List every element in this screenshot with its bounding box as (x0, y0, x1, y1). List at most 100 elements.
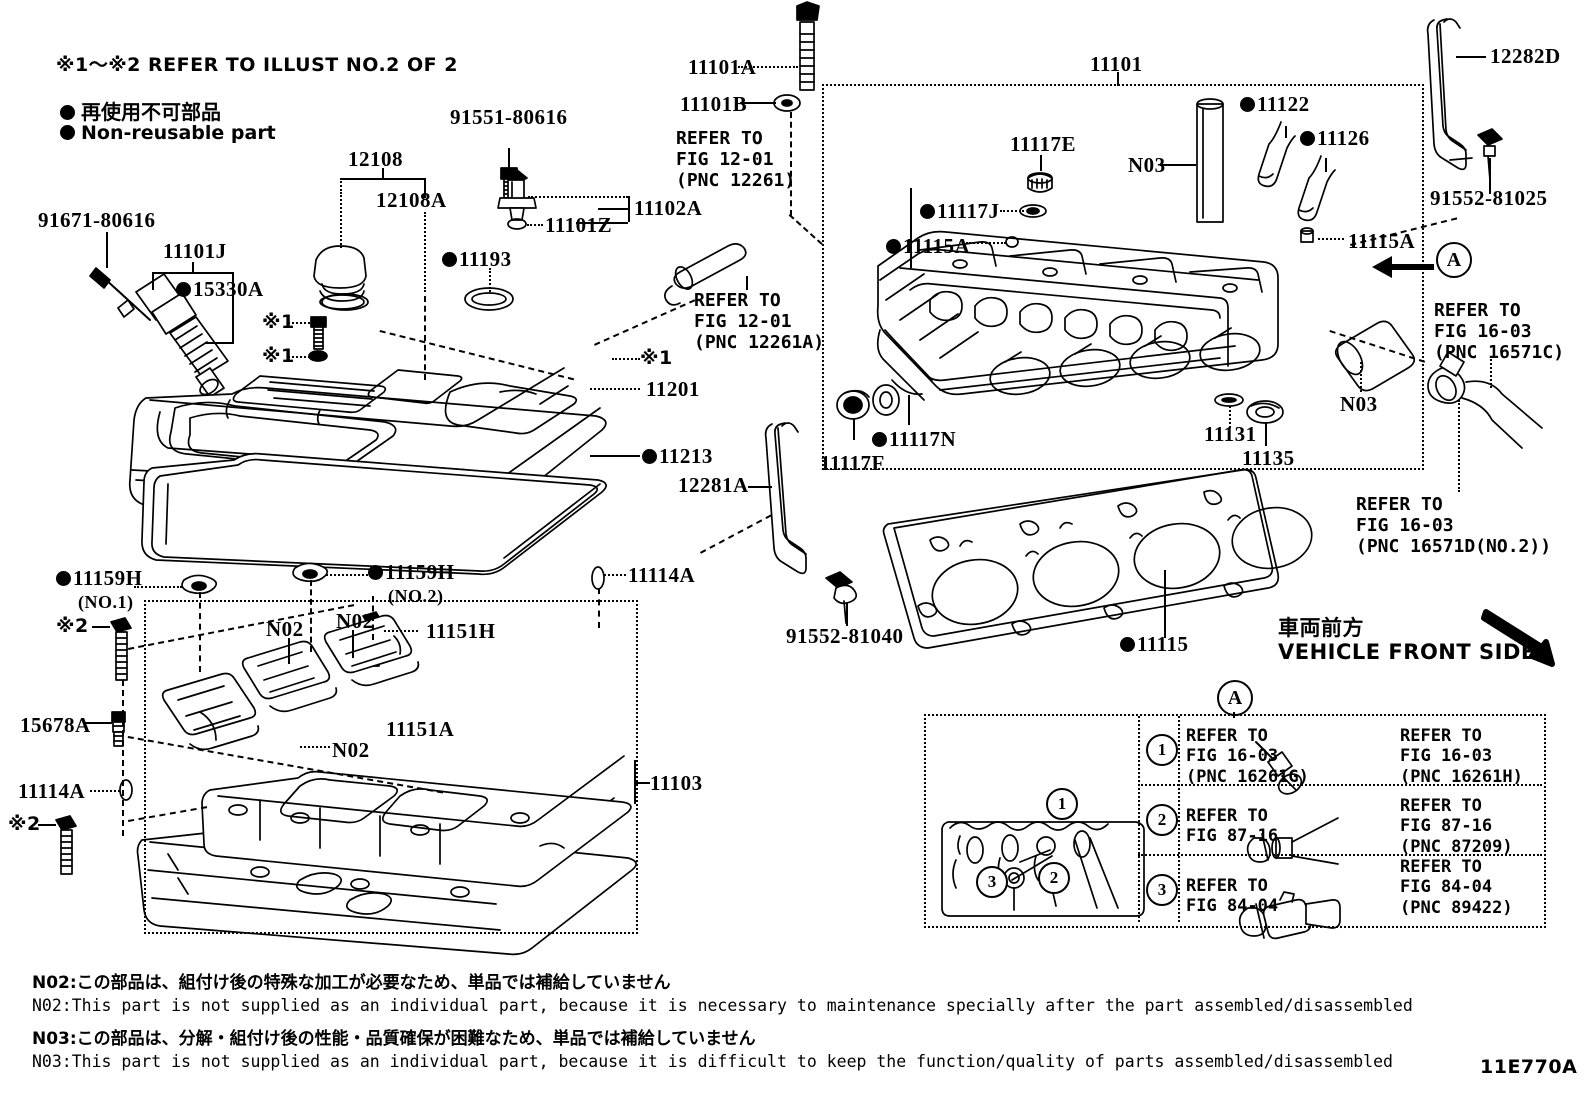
bracket-12108-rightleg (424, 178, 426, 198)
footnote-1-text: N02:この部品は、組付け後の特殊な加工が必要なため、単品では補給していません (32, 973, 671, 993)
bolt-star2-b-art (55, 815, 77, 875)
oil-filler-cap-12108-art (313, 245, 367, 310)
leader-11151H (384, 630, 418, 632)
nonreusable-bullet-11115-icon (1120, 637, 1135, 652)
callout-12282D: 12282D (1490, 44, 1561, 68)
bracket-11102A-bot (576, 222, 628, 224)
callout-11117E: 11117E (1010, 132, 1077, 156)
footnote-4-text: N03:This part is not supplied as an indi… (32, 1052, 1393, 1071)
washer-star1-b-art (308, 350, 328, 362)
callout-11201: 11201 (646, 377, 700, 401)
callout-11117N: 11117N (889, 427, 957, 451)
callout-11115A-right: 11115A (1348, 229, 1416, 253)
leader-91671-80616 (106, 232, 108, 268)
assembly-dashv-5 (598, 588, 600, 628)
marker-star1-c: ※1 (640, 347, 673, 369)
callout-11103: 11103 (650, 771, 703, 795)
leader-N02-c (300, 746, 330, 748)
bracket-12281A-art (764, 422, 807, 575)
callout-11159H-2-sub: (NO.2) (388, 586, 444, 606)
nonreusable-bullet-11117N-icon (872, 432, 887, 447)
ring-11114A-top-art (591, 566, 605, 590)
detail-table-divider-h1 (1138, 784, 1542, 786)
detail-table-divider-v1 (1138, 716, 1140, 922)
leader-11117F (853, 418, 855, 440)
vehicle-front-arrow-icon (1481, 609, 1555, 667)
callout-11101: 11101 (1090, 52, 1143, 76)
cylinder-block-11103-art (136, 755, 637, 956)
leader-11213 (590, 455, 640, 457)
callout-11115A-left-row: 11115A (886, 234, 970, 259)
leader-11135 (1265, 422, 1267, 446)
callout-11135: 11135 (1242, 446, 1295, 470)
detail-key-3: 3 (1146, 874, 1178, 906)
leader-11114A-left (90, 790, 120, 792)
hose-11126-art (1297, 155, 1336, 222)
footnote-4: N03:This part is not supplied as an indi… (32, 1052, 1393, 1072)
detail-table-divider-v2 (1178, 716, 1180, 922)
nonreusable-bullet-11117J-icon (920, 204, 935, 219)
leader-11103v (634, 760, 636, 804)
bracket-11101J-right (232, 272, 234, 342)
bracket-12108A-leg (424, 212, 426, 292)
marker-star1-a: ※1 (262, 311, 295, 333)
callout-11115-row: 11115 (1120, 632, 1189, 657)
assembly-dashv-7 (790, 112, 792, 216)
leader-11101-stem (1117, 72, 1119, 86)
leader-11159H-2 (326, 574, 372, 576)
refer-12261A-leader (746, 276, 748, 290)
ocv-valve-15330A-art (117, 273, 229, 398)
callout-11117J: 11117J (937, 199, 1000, 223)
callout-11101J: 11101J (163, 239, 227, 263)
leader-91552-81025 (1489, 158, 1491, 194)
assembly-dashv-6 (424, 296, 426, 380)
head-gasket-11115-art (882, 468, 1313, 649)
callout-12108A: 12108A (376, 188, 447, 212)
gasket-11213-art (141, 452, 607, 576)
vehicle-front-en: VEHICLE FRONT SIDE (1278, 640, 1536, 664)
leader-11117N (908, 395, 910, 425)
bracket-11102A-top (528, 196, 628, 198)
callout-11151A: 11151A (386, 717, 455, 741)
nonreusable-bullet-icon-2 (60, 125, 75, 140)
detail-row1-icon-art (1255, 741, 1303, 795)
nonreusable-bullet-11159H-1-icon (56, 571, 71, 586)
bolt-11101A-art (796, 1, 820, 91)
callout-11115: 11115 (1137, 632, 1189, 656)
cylinder-head-panel-border (822, 84, 1424, 470)
bracket-11102A-v (628, 196, 630, 222)
leader-star2-a (92, 626, 110, 628)
bolt-91552-81040-art (825, 571, 858, 624)
nonreusable-bullet-11213-icon (642, 449, 657, 464)
callout-11115A-left: 11115A (903, 234, 971, 258)
callout-15678A: 15678A (20, 713, 91, 737)
nonreusable-bullet-11159H-2-icon (368, 565, 383, 580)
pin-11115A-right-art (1300, 227, 1314, 243)
sensor-11102A-art (497, 169, 537, 230)
callout-N02-b: N02 (336, 609, 374, 633)
bracket-15330A-tail (206, 342, 234, 344)
assembly-dashv-1 (199, 592, 201, 672)
view-marker-A-top: A (1436, 242, 1472, 278)
bracket-12108-leftleg-long (340, 192, 342, 248)
bracket-12108-stem (382, 168, 384, 180)
nonreusable-bullet-15330A-icon (176, 282, 191, 297)
oring-11193-art (321, 293, 369, 311)
callout-11117F: 11117F (820, 451, 885, 475)
callout-11159H-1: 11159H (73, 566, 143, 590)
leader-12282D (1456, 56, 1486, 58)
callout-12108: 12108 (348, 147, 403, 171)
washer-11101B-art (773, 94, 801, 112)
callout-91671-80616: 91671-80616 (38, 208, 156, 232)
leader-11115 (1164, 570, 1166, 638)
bushing-N03-right-art (1334, 320, 1416, 392)
callout-15330A: 15330A (193, 277, 264, 301)
callout-91552-81040: 91552-81040 (786, 624, 904, 648)
leader-11131 (1229, 406, 1231, 428)
nonreusable-bullet-icon (60, 105, 75, 120)
diagram-code: 11E770A (1480, 1056, 1578, 1078)
leader-11193-stem (489, 268, 491, 292)
leader-N03-right (1360, 362, 1362, 392)
